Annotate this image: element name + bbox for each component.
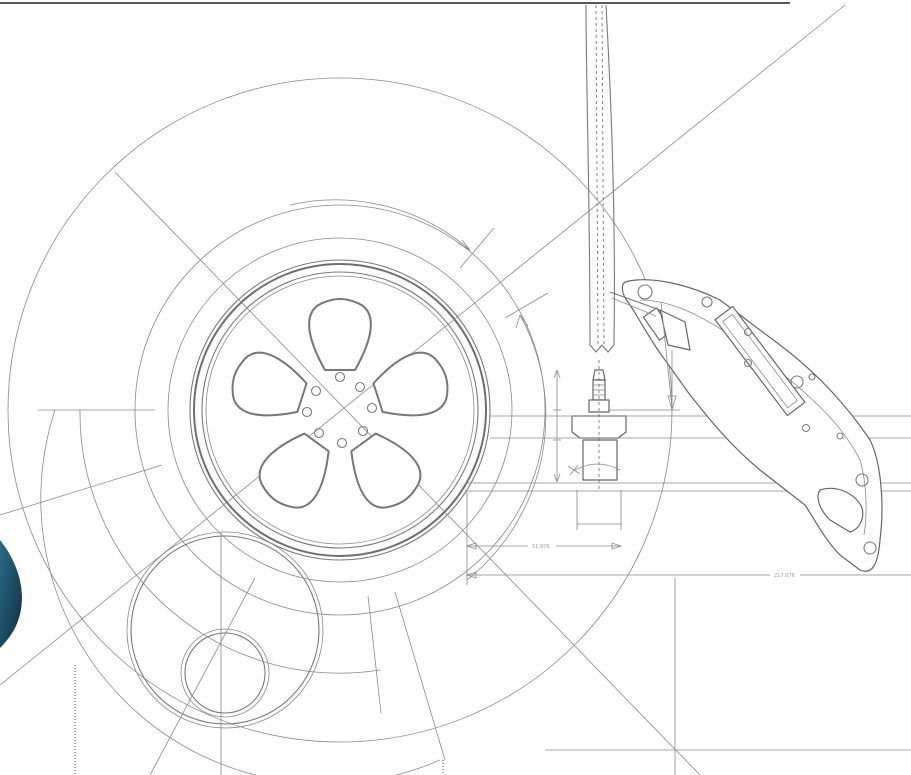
hose-fitting (553, 360, 627, 530)
wheel-spokes (231, 298, 449, 509)
caliper-leader (660, 301, 673, 409)
brake-hose (585, 4, 615, 353)
dimension-d2: 217.076 (465, 571, 911, 579)
dimension-label-d2: 217.076 (774, 573, 795, 579)
brake-caliper (609, 279, 883, 572)
hub-detail (126, 531, 324, 729)
construction-lines (0, 4, 911, 775)
dimension-d1: 51.976 (465, 492, 623, 585)
tire-rings (7, 77, 673, 743)
accent-blob (0, 540, 22, 648)
dimension-label-d1: 51.976 (532, 544, 550, 550)
